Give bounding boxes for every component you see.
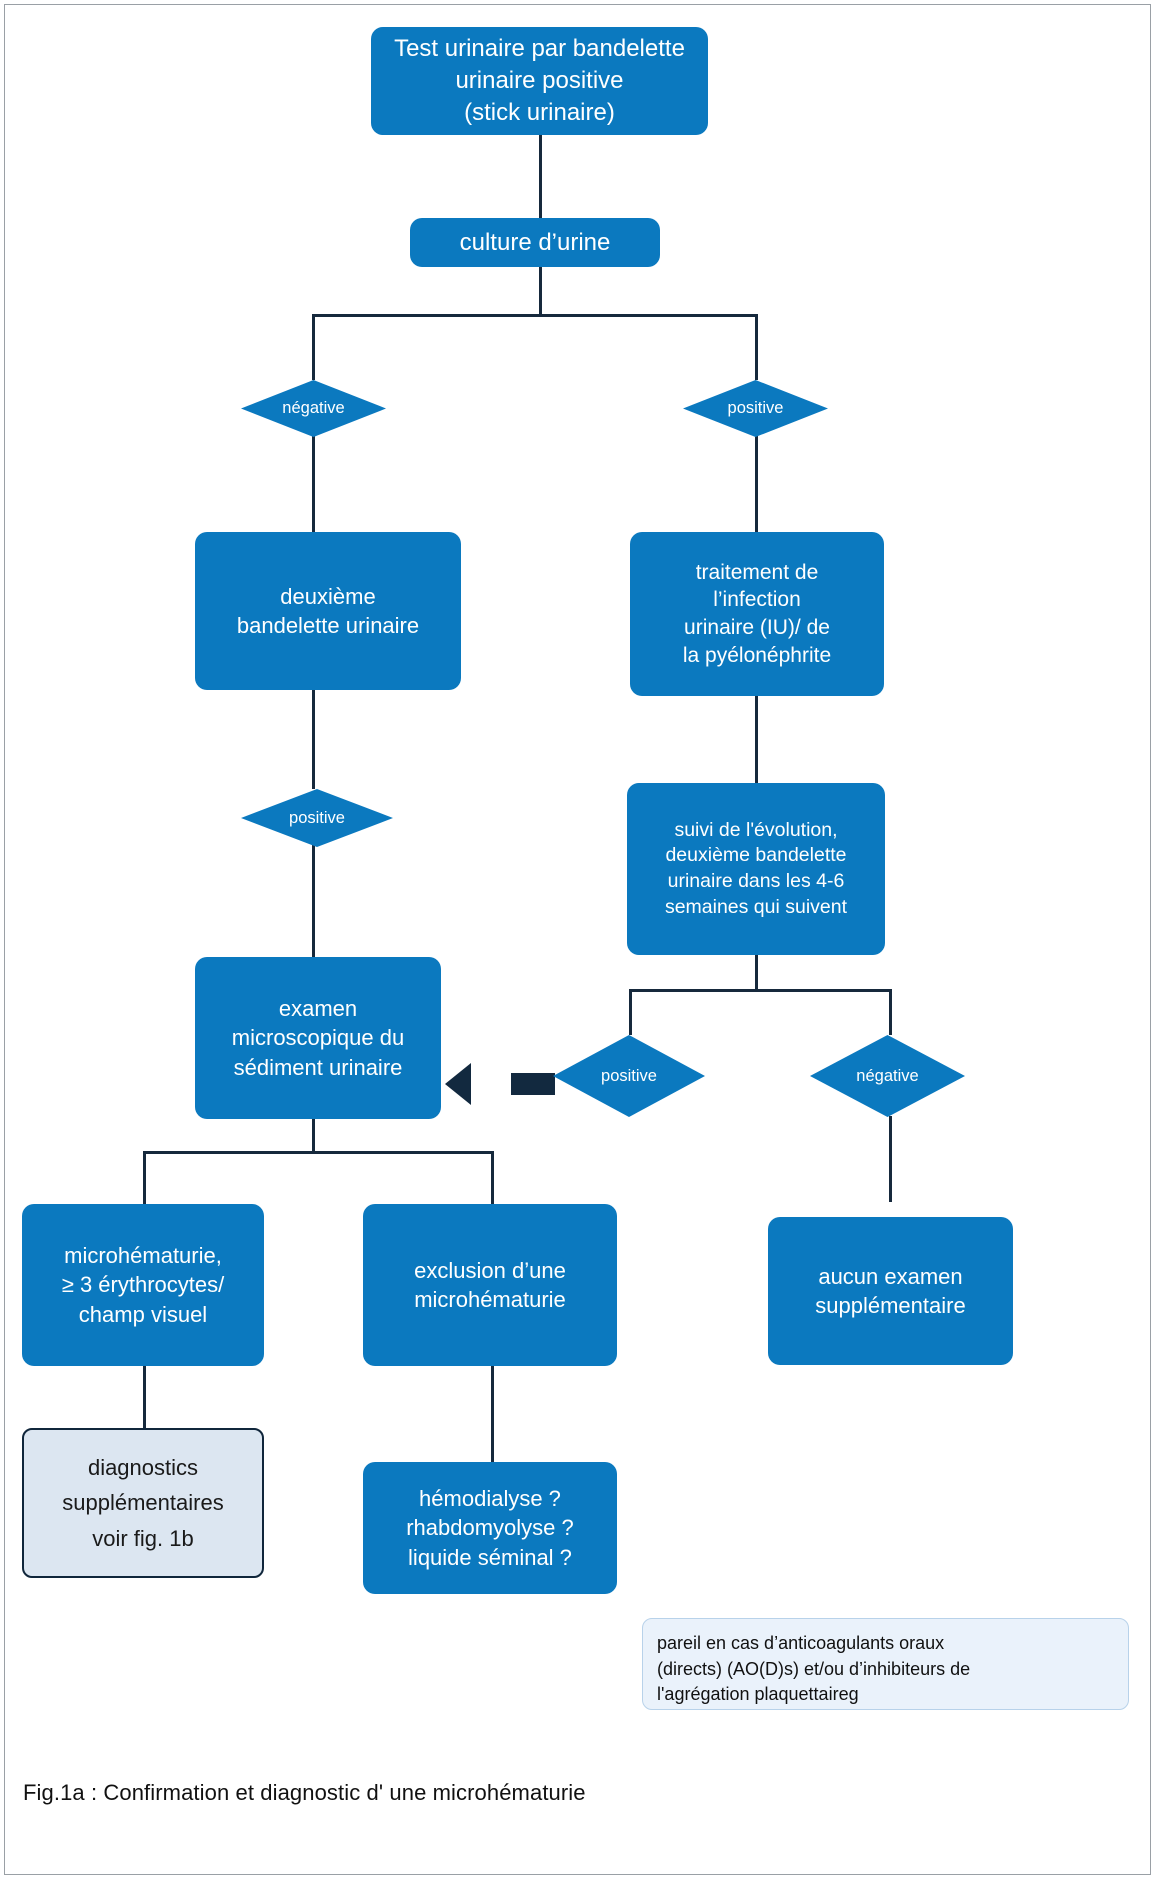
- decision-culture-positive[interactable]: positive: [683, 380, 828, 437]
- connector-culture-split-bar: [312, 314, 758, 317]
- flowchart-canvas: Test urinaire par bandelette urinaire po…: [5, 5, 1152, 1876]
- node-no-further-exam[interactable]: aucun examen supplémentaire: [768, 1217, 1013, 1365]
- figure-caption: Fig.1a : Confirmation et diagnostic d' u…: [23, 1780, 586, 1805]
- decision-strip-positive[interactable]: positive: [241, 789, 393, 847]
- decision-label: négative: [856, 1066, 919, 1085]
- decision-culture-negative[interactable]: négative: [241, 380, 386, 437]
- figure-frame: Test urinaire par bandelette urinaire po…: [4, 4, 1151, 1875]
- node-second-strip[interactable]: deuxième bandelette urinaire: [195, 532, 461, 690]
- connector-second-strip-to-positive: [312, 689, 315, 789]
- connector-followup-split-bar: [629, 989, 889, 992]
- connector-treatment-to-followup: [755, 695, 758, 783]
- decision-label: positive: [289, 808, 345, 827]
- decision-followup-negative[interactable]: négative: [810, 1035, 965, 1117]
- connector-followup-to-negative: [889, 989, 892, 1035]
- connector-positive-to-microscopy: [312, 845, 315, 957]
- node-treatment[interactable]: traitement de l’infection urinaire (IU)/…: [630, 532, 884, 696]
- connector-culture-to-negative: [312, 314, 315, 380]
- node-microhematuria[interactable]: microhématurie, ≥ 3 érythrocytes/ champ …: [22, 1204, 264, 1366]
- decision-label: négative: [282, 399, 345, 418]
- connector-microhematuria-to-diagnostics: [143, 1366, 146, 1428]
- connector-positive-to-treatment: [755, 436, 758, 532]
- connector-followup-to-positive: [629, 989, 632, 1035]
- connector-microscopy-split-bar: [143, 1151, 491, 1154]
- node-further-diagnostics[interactable]: diagnostics supplémentaires voir fig. 1b: [22, 1428, 264, 1578]
- connector-culture-to-positive: [755, 314, 758, 380]
- decision-label: positive: [601, 1066, 657, 1085]
- connector-exclusion-to-questions: [491, 1366, 494, 1462]
- decision-label: positive: [727, 399, 784, 418]
- arrow-tail: [511, 1073, 555, 1095]
- node-follow-up[interactable]: suivi de l'évolution, deuxième bandelett…: [627, 783, 885, 955]
- node-questions[interactable]: hémodialyse ? rhabdomyolyse ? liquide sé…: [363, 1462, 617, 1594]
- node-urine-culture[interactable]: culture d’urine: [410, 218, 660, 267]
- connector-microscopy-to-microhematuria: [143, 1151, 146, 1204]
- connector-negative-to-no-exam: [889, 1116, 892, 1202]
- node-microscopy[interactable]: examen microscopique du sédiment urinair…: [195, 957, 441, 1119]
- decision-followup-positive[interactable]: positive: [553, 1035, 705, 1117]
- note-anticoagulants: pareil en cas d’anticoagulants oraux (di…: [642, 1618, 1129, 1710]
- connector-microscopy-to-exclusion: [491, 1151, 494, 1204]
- connector-microscopy-down: [312, 1118, 315, 1153]
- connector-culture-down: [539, 266, 542, 314]
- thick-arrow-positive-to-microscopy: [445, 1063, 555, 1105]
- connector-negative-to-second-strip: [312, 436, 315, 532]
- connector-stick-to-culture: [539, 118, 542, 218]
- node-stick-test[interactable]: Test urinaire par bandelette urinaire po…: [371, 27, 708, 135]
- connector-followup-down: [755, 954, 758, 991]
- node-exclusion[interactable]: exclusion d’une microhématurie: [363, 1204, 617, 1366]
- arrow-head-icon: [445, 1063, 471, 1105]
